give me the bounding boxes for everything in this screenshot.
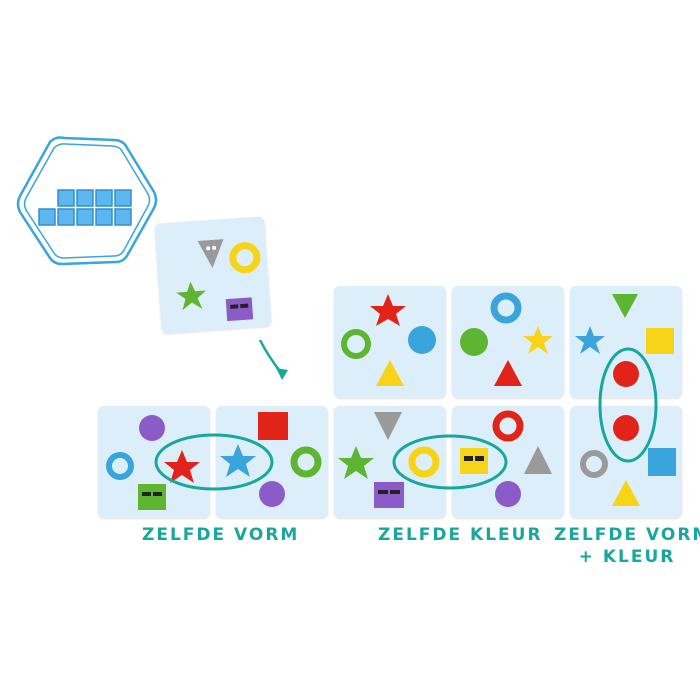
loose-tile[interactable] — [154, 216, 272, 334]
top-tile-1[interactable] — [334, 286, 446, 398]
arrow-icon — [258, 339, 288, 380]
same-shape-color-line2: + KLEUR — [578, 547, 676, 567]
same-shape-label: ZELFDE VORM — [142, 525, 300, 545]
same-shape-color-label: ZELFDE VORM + KLEUR — [554, 524, 700, 568]
top-tile-2[interactable] — [452, 286, 564, 398]
shape-match-oval — [154, 433, 274, 491]
gray-triangle-piece — [197, 239, 224, 269]
top-tile-3[interactable] — [570, 286, 682, 398]
yellow-ring-piece — [229, 242, 261, 274]
bottom-tile-2[interactable] — [216, 406, 328, 518]
same-color-label: ZELFDE KLEUR — [378, 525, 543, 545]
bottom-tile-4[interactable] — [452, 406, 564, 518]
tile-grid-icon — [38, 189, 132, 226]
bottom-tile-5[interactable] — [570, 406, 682, 518]
same-shape-color-line1: ZELFDE VORM — [554, 525, 700, 545]
tile-count-badge — [16, 136, 158, 266]
purple-cube-piece — [225, 297, 254, 322]
bottom-tile-3[interactable] — [334, 406, 446, 518]
bottom-tile-1[interactable] — [98, 406, 210, 518]
green-star-piece — [176, 281, 207, 311]
shape-color-match-oval — [598, 347, 658, 463]
color-match-oval — [392, 434, 508, 490]
